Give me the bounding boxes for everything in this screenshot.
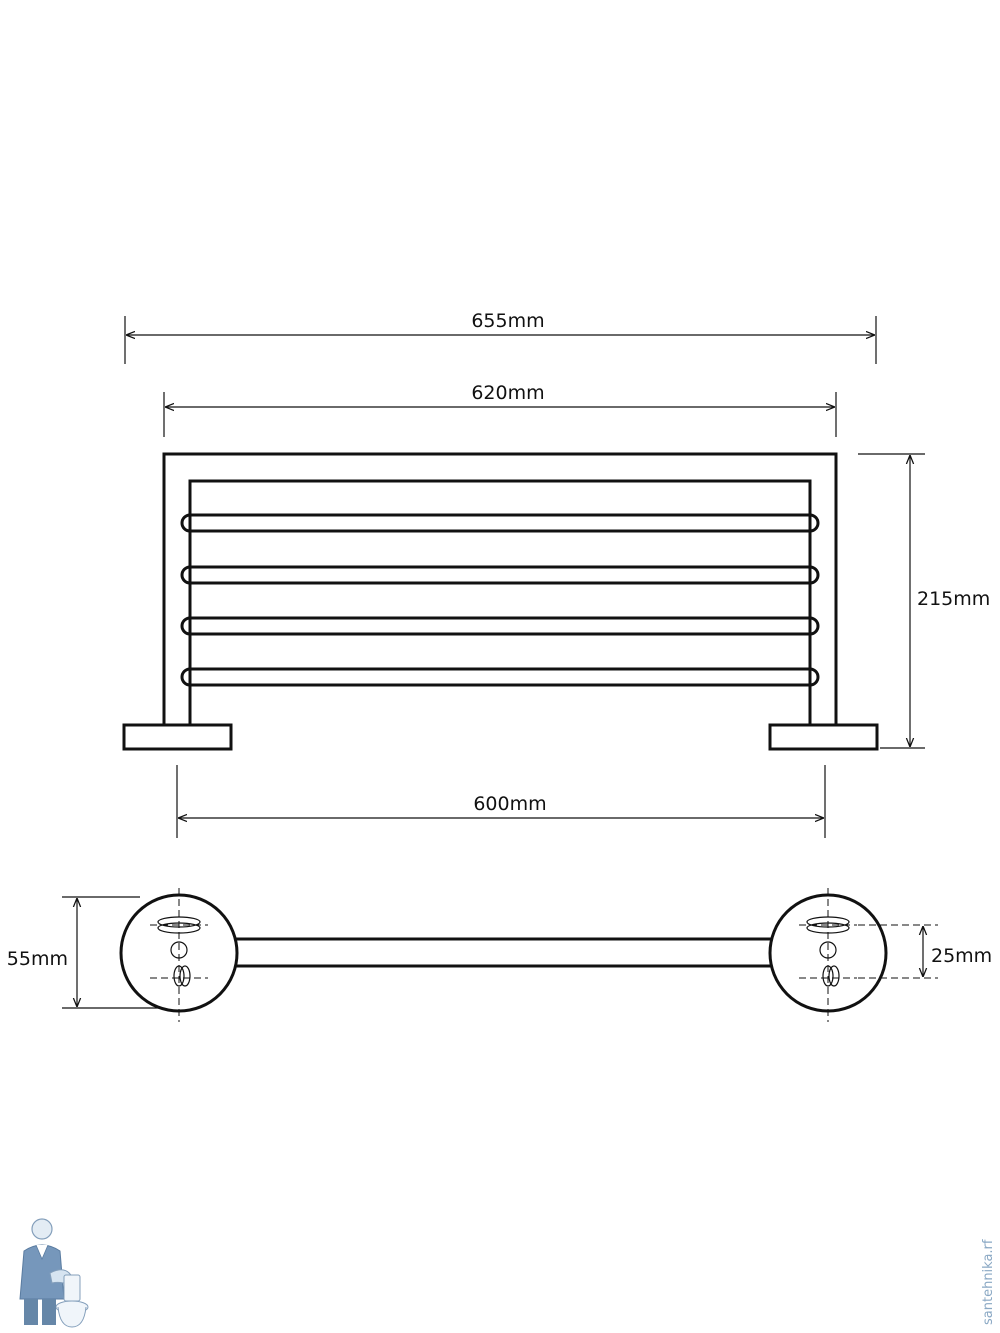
- tube-rail: [180, 513, 820, 533]
- dim-label-frame-width: 620mm: [471, 382, 544, 404]
- tube-rail: [180, 616, 820, 636]
- base-plate-left: [122, 723, 233, 751]
- dimension-620: 620mm: [163, 382, 837, 437]
- dim-label-hole-spacing: 25mm: [931, 945, 992, 967]
- plumber-mascot-icon: [19, 1218, 89, 1328]
- dim-label-height: 215mm: [917, 588, 990, 610]
- inner-frame: [188, 479, 812, 725]
- outer-frame: [162, 452, 838, 725]
- dimension-55: 55mm: [7, 896, 160, 1009]
- dim-label-fixing-distance: 600mm: [473, 793, 546, 815]
- dim-label-overall-width: 655mm: [471, 310, 544, 332]
- tube-rail: [180, 565, 820, 585]
- dimension-600: 600mm: [176, 765, 826, 838]
- front-view: [122, 452, 879, 751]
- tube-rail: [180, 667, 820, 687]
- base-plate-right: [768, 723, 879, 751]
- dim-label-flange-diameter: 55mm: [7, 948, 68, 970]
- top-view: [119, 888, 888, 1022]
- dimension-655: 655mm: [124, 310, 877, 364]
- dimension-215: 215mm: [858, 453, 990, 749]
- dimension-25: 25mm: [858, 924, 992, 979]
- tube-rails: [180, 513, 820, 687]
- watermark-text: santehnika.rf: [981, 1239, 996, 1325]
- flange-left: [119, 888, 239, 1022]
- flange-right: [768, 888, 888, 1022]
